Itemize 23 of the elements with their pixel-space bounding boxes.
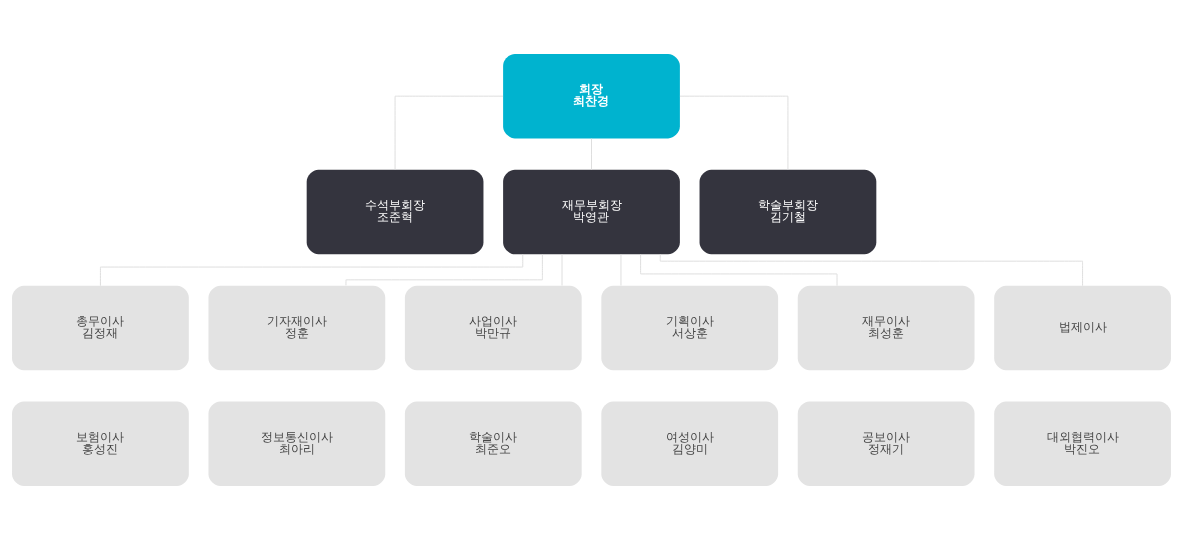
connector — [679, 95, 789, 171]
node-box: 대외협력이사 박진오 — [994, 401, 1171, 487]
node-box: 학술이사 최준오 — [404, 401, 582, 487]
connector — [345, 254, 543, 286]
connector — [591, 138, 592, 171]
node-box: 보험이사 홍성진 — [12, 401, 189, 487]
node-box: 재무부회장 박영관 — [503, 169, 680, 255]
node-box: 사업이사 박만규 — [404, 285, 582, 371]
node-box: 총무이사 김정재 — [12, 285, 189, 371]
node-box: 수석부회장 조준혁 — [306, 169, 484, 255]
node-box: 정보통신이사 최아리 — [208, 401, 386, 487]
node-box: 기획이사 서상훈 — [601, 285, 779, 371]
node-box: 기자재이사 정훈 — [208, 285, 386, 371]
node-box: 공보이사 정재기 — [797, 401, 975, 487]
connector — [659, 253, 1084, 287]
connector — [99, 253, 524, 287]
node-box: 법제이사 — [994, 285, 1171, 371]
node-box: 재무이사 최성훈 — [797, 285, 975, 371]
node-box: 학술부회장 김기철 — [699, 169, 877, 255]
node-box: 회장 최찬경 — [503, 53, 680, 139]
connector — [394, 95, 504, 171]
node-box: 여성이사 김양미 — [601, 401, 779, 487]
connector — [640, 253, 838, 287]
